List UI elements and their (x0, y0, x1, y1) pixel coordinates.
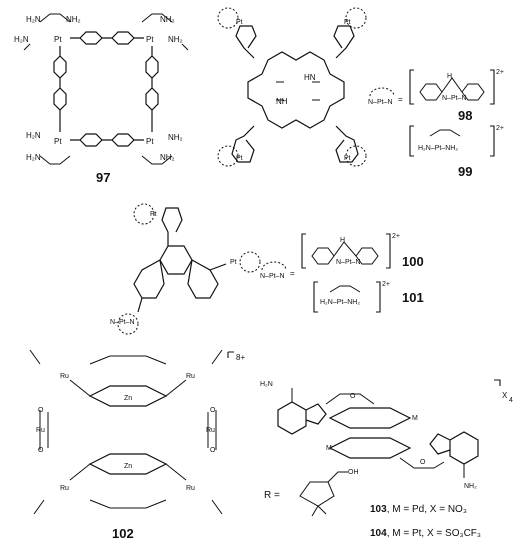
nh-label: NH (276, 97, 288, 106)
metal-atom: M (412, 415, 418, 422)
h-atom: H (340, 237, 345, 244)
pt-atom: Pt (150, 211, 157, 218)
amine-label: NH₂ (66, 15, 81, 24)
pt-atom-tr: Pt (146, 35, 154, 44)
amine-label: H₂N (26, 15, 41, 24)
n-pt-n-label: N–Pt–N (336, 259, 361, 266)
charge-label: 2+ (496, 69, 504, 76)
hn-label: HN (304, 73, 316, 82)
ru-atom: Ru (36, 427, 45, 434)
n-pt-n-label: N–Pt–N (110, 319, 135, 326)
ligand-loop (217, 7, 239, 29)
compound-98-label: 98 (458, 108, 472, 123)
compound-100-label: 100 (402, 254, 424, 269)
amine-label: H₂N (26, 153, 41, 162)
pt-atom: Pt (230, 259, 237, 266)
charge-label: 8+ (236, 353, 245, 362)
h2n-pt-nh2-label: H₂N–Pt–NH₂ (418, 145, 458, 152)
caption-103: 103, M = Pd, X = NO₃ (370, 504, 467, 515)
legend-98-99: N–Pt–N = H N–Pt–N 2+ 98 H₂N–Pt–NH₂ 2+ 99 (368, 69, 504, 179)
ru-atom: Ru (206, 427, 215, 434)
compound-101-label: 101 (402, 290, 424, 305)
charge-label: 2+ (496, 125, 504, 132)
ligand-loop (133, 203, 155, 225)
o-atom: O (210, 447, 216, 454)
porphyrin-pt-structure: NH HN Pt Pt Pt Pt (217, 7, 367, 167)
ligand-loop (217, 145, 239, 167)
h2n-pt-nh2-label: H₂N–Pt–NH₂ (320, 299, 360, 306)
o-atom: O (420, 459, 426, 466)
compound-103-104-structure: H₂N NH₂ M M O O X 4 OH R = 103, M = Pd, … (260, 379, 513, 539)
counterion-subscript: 4 (509, 397, 513, 404)
o-atom: O (38, 407, 44, 414)
pt-atom-bl: Pt (54, 137, 62, 146)
amine-label: H₂N (260, 381, 273, 388)
metal-atom: M (326, 445, 332, 452)
caption-104: 104, M = Pt, X = SO₃CF₃ (370, 528, 481, 539)
ru-atom: Ru (60, 485, 69, 492)
ru-atom: Ru (186, 485, 195, 492)
compound-102-label: 102 (112, 526, 134, 541)
compound-97-label: 97 (96, 170, 110, 185)
pt-atom: Pt (236, 19, 243, 26)
o-atom: O (210, 407, 216, 414)
ligand-loop (117, 313, 139, 335)
charge-label: 2+ (382, 281, 390, 288)
n-pt-n-label: N–Pt–N (260, 273, 285, 280)
legend-100-101: N–Pt–N = H N–Pt–N 2+ 100 H₂N–Pt–NH₂ 2+ 1… (260, 233, 424, 313)
amine-label: NH₂ (160, 15, 175, 24)
zn-atom: Zn (124, 463, 132, 470)
n-pt-n-label: N–Pt–N (442, 95, 467, 102)
pt-atom: Pt (236, 155, 243, 162)
h-atom: H (447, 73, 452, 80)
ru-atom: Ru (186, 373, 195, 380)
compound-102-structure: Zn Zn Ru Ru Ru Ru Ru Ru O O O O 8+ 102 (29, 349, 245, 541)
compound-97-structure: Pt Pt Pt Pt H₂N H₂N NH₂ NH₂ NH₂ H₂N H₂N … (14, 13, 189, 185)
ligand-loop (345, 145, 367, 167)
equals-sign: = (290, 269, 295, 278)
n-pt-n-label: N–Pt–N (368, 99, 393, 106)
ru-atom: Ru (60, 373, 69, 380)
compound-99-label: 99 (458, 164, 472, 179)
terpyridine-pt-structure: Pt Pt N–Pt–N (110, 203, 261, 335)
amine-label: NH₂ (168, 133, 183, 142)
r-group-label: R = (264, 490, 280, 501)
counterion-label: X (502, 391, 508, 400)
o-atom: O (38, 447, 44, 454)
pt-atom-br: Pt (146, 137, 154, 146)
ligand-loop (239, 251, 261, 273)
pt-atom: Pt (344, 155, 351, 162)
amine-label: H₂N (14, 35, 29, 44)
zn-atom: Zn (124, 395, 132, 402)
charge-label: 2+ (392, 233, 400, 240)
amine-label: NH₂ (168, 35, 183, 44)
equals-sign: = (398, 95, 403, 104)
pt-atom: Pt (344, 19, 351, 26)
o-atom: O (350, 393, 356, 400)
amine-label: H₂N (26, 131, 41, 140)
amine-label: NH₂ (160, 153, 175, 162)
amine-label: NH₂ (464, 483, 477, 490)
pt-atom-tl: Pt (54, 35, 62, 44)
oh-label: OH (348, 469, 359, 476)
ligand-loop (345, 7, 367, 29)
